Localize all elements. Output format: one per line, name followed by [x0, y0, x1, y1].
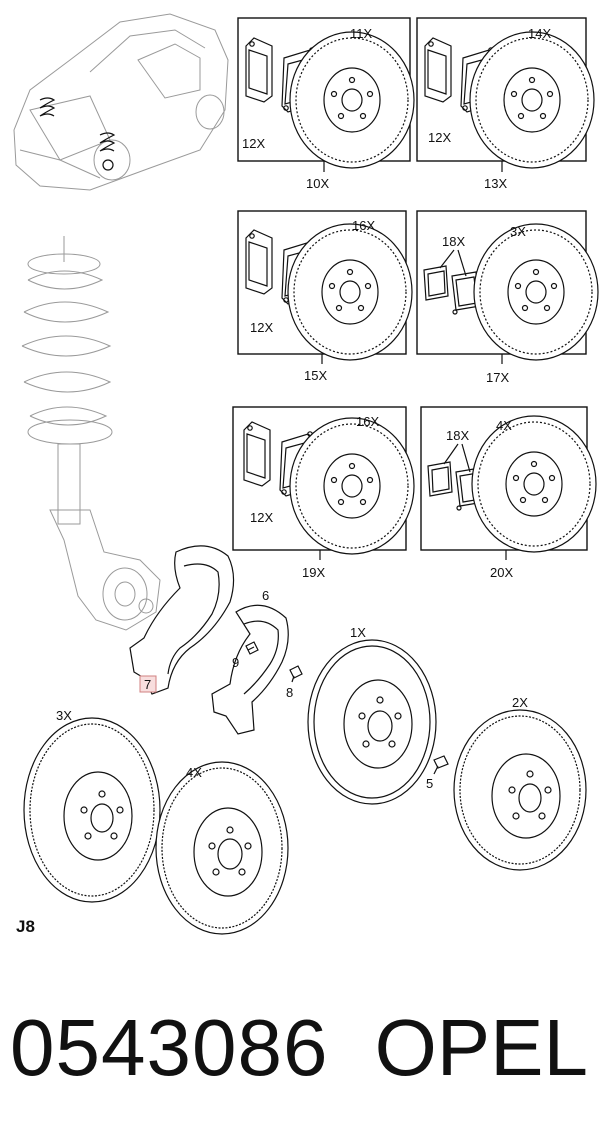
kit-box-4-kit-label: 17X	[486, 370, 509, 385]
section-code: J8	[16, 917, 35, 936]
car-illustration	[13, 13, 229, 191]
kit-box-5-kit-label: 19X	[302, 565, 325, 580]
callout-9: 9	[232, 655, 239, 670]
kit-box-5: 16X 12X 19X	[232, 406, 415, 580]
kit-box-2: 14X 12X 13X	[416, 17, 595, 191]
part-number: 0543086	[10, 1003, 329, 1092]
kit-box-3-pad-label: 12X	[250, 320, 273, 335]
callout-3x: 3X	[56, 708, 72, 723]
disc-3x: 3X	[23, 708, 161, 903]
brand-name: OPEL	[374, 1003, 588, 1092]
kit-box-1-pad-label: 12X	[242, 136, 265, 151]
kit-box-1: 11X 12X 10X	[237, 17, 415, 191]
kit-box-5-disc-label: 16X	[356, 414, 379, 429]
callout-2x: 2X	[512, 695, 528, 710]
kit-box-6-pad-label: 18X	[446, 428, 469, 443]
kit-box-1-kit-label: 10X	[306, 176, 329, 191]
disc-1x: 1X	[307, 625, 437, 805]
kit-box-4: 18X 3X 17X	[416, 210, 599, 385]
kit-box-3-kit-label: 15X	[304, 368, 327, 383]
screw-9: 9	[232, 641, 259, 670]
kit-box-3-disc-label: 16X	[352, 218, 375, 233]
callout-8: 8	[286, 685, 293, 700]
disc-2x: 2X	[453, 695, 587, 871]
bolt-5: 5	[426, 755, 449, 791]
highlight-box-7	[139, 675, 157, 693]
kit-box-3: 16X 12X 15X	[237, 210, 413, 383]
kit-box-6-kit-label: 20X	[490, 565, 513, 580]
callout-1x: 1X	[350, 625, 366, 640]
callout-6: 6	[262, 588, 269, 603]
kit-box-6: 18X 4X 20X	[420, 406, 597, 580]
splash-shield-7: 7	[129, 545, 235, 695]
strut-assembly	[21, 236, 161, 631]
kit-box-1-disc-label: 11X	[350, 26, 372, 41]
kit-box-2-disc-label: 14X	[528, 26, 551, 41]
kit-box-2-kit-label: 13X	[484, 176, 507, 191]
kit-box-6-disc-label: 4X	[496, 418, 512, 433]
kit-box-2-pad-label: 12X	[428, 130, 451, 145]
kit-box-4-disc-label: 3X	[510, 224, 526, 239]
callout-7: 7	[144, 677, 151, 692]
bolt-8: 8	[286, 665, 303, 700]
disc-4x: 4X	[155, 761, 289, 935]
kit-box-5-pad-label: 12X	[250, 510, 273, 525]
callout-5: 5	[426, 776, 433, 791]
splash-shield-6: 6	[211, 588, 289, 735]
callout-4x: 4X	[186, 765, 202, 780]
kit-box-4-pad-label: 18X	[442, 234, 465, 249]
